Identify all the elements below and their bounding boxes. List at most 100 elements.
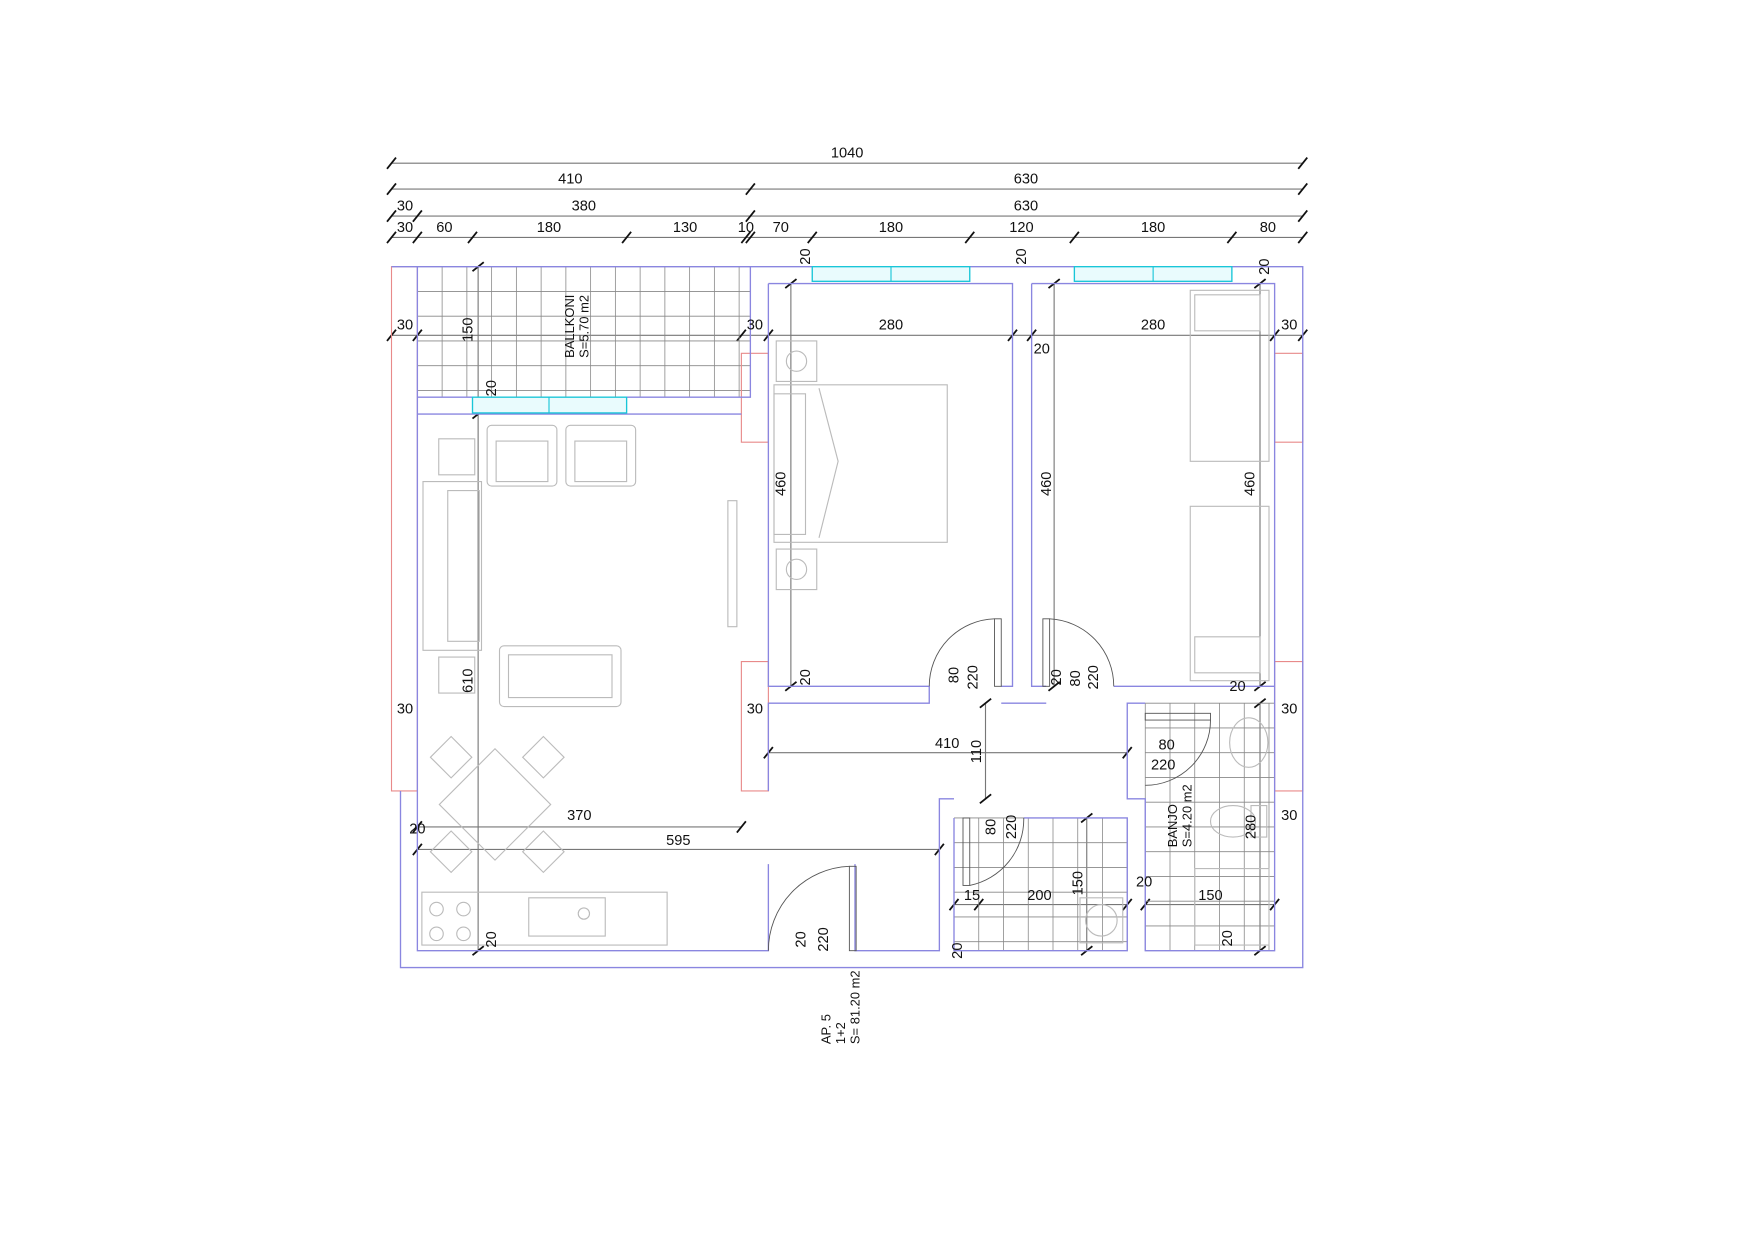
door-bedroom-1 <box>928 618 1002 687</box>
utility-room-tiles <box>953 817 1128 951</box>
dimension-label: 20 <box>798 669 814 685</box>
dimension-label: 180 <box>537 220 561 236</box>
dimension-label: 20 <box>1034 341 1050 357</box>
dimension-tick <box>1297 157 1308 170</box>
dimension-label: 80 <box>1260 220 1276 236</box>
dimension-label: 410 <box>935 736 959 752</box>
washing-machine <box>1079 897 1124 944</box>
dimension-tick <box>412 231 423 244</box>
dimension-tick <box>386 182 397 196</box>
room-label-balcony: BALLKONI S=5.70 m2 <box>562 295 592 358</box>
dimension-tick <box>964 231 975 244</box>
dimension-label: 460 <box>1039 472 1055 496</box>
dimension-label: 630 <box>1014 198 1038 214</box>
dimension-label: 610 <box>461 668 477 692</box>
door-entrance <box>767 865 857 952</box>
dimension-tick <box>1226 231 1238 244</box>
dimension-label: 20 <box>798 248 814 264</box>
dimension-tick <box>1297 182 1308 196</box>
dimension-label: 30 <box>1281 701 1297 717</box>
bathroom-name: BANJO <box>1165 804 1180 847</box>
armchair-2 <box>565 424 637 487</box>
single-bed-1 <box>1189 289 1270 462</box>
dimension-label: 30 <box>397 701 413 717</box>
side-table <box>438 438 476 476</box>
dimension-label: 280 <box>1141 318 1165 334</box>
dimension-label: 370 <box>567 808 591 824</box>
dimension-label: 80 <box>1158 737 1174 753</box>
dimension-label: 20 <box>1257 259 1273 275</box>
room-label-bathroom: BANJO S=4.20 m2 <box>1165 784 1195 847</box>
balcony-area: S=5.70 m2 <box>576 295 591 358</box>
dimension-label: 80 <box>947 667 963 683</box>
dimension-tick <box>412 209 423 223</box>
dimension-label: 30 <box>747 318 763 334</box>
dimension-label: 10 <box>738 220 754 236</box>
dimension-label: 30 <box>397 318 413 334</box>
dimension-label: 15 <box>964 888 980 904</box>
dimension-tick <box>736 329 747 342</box>
armchair-1 <box>486 424 558 487</box>
tv-unit <box>727 500 738 628</box>
dimension-tick <box>1069 231 1080 244</box>
dimension-label: 280 <box>879 318 903 334</box>
dimension-label: 80 <box>1068 670 1084 686</box>
single-bed-2 <box>1189 505 1270 682</box>
dimension-tick <box>386 209 397 223</box>
kitchen-counter <box>421 891 668 946</box>
dimension-label: 180 <box>879 220 903 236</box>
dimension-label: 20 <box>1136 875 1152 891</box>
dimension-tick <box>1297 231 1308 244</box>
dimension-tick <box>736 820 747 834</box>
dimension-label: 1040 <box>831 146 864 162</box>
dimension-label: 20 <box>484 380 500 396</box>
dimension-label: 30 <box>747 701 763 717</box>
dimension-label: 20 <box>1014 248 1030 264</box>
dimension-tick <box>621 231 632 244</box>
sofa-bottom <box>498 645 622 708</box>
dimension-tick <box>386 231 397 244</box>
dimension-label: 20 <box>794 931 810 947</box>
apartment-area: S= 81.20 m2 <box>848 970 863 1044</box>
door-bedroom-2 <box>1042 618 1115 687</box>
dimension-label: 20 <box>409 822 425 838</box>
dimension-label: 150 <box>461 317 477 341</box>
shower-tray <box>1194 868 1270 946</box>
apartment-label: AP. 5 1+2 S= 81.20 m2 <box>818 970 862 1044</box>
dimension-label: 20 <box>484 931 500 947</box>
dimension-label: 20 <box>1229 679 1245 695</box>
furniture <box>421 289 1270 946</box>
dimension-tick <box>979 697 992 709</box>
dimension-label: 130 <box>673 220 697 236</box>
dimension-tick <box>1297 209 1308 223</box>
sink <box>1229 717 1269 768</box>
dimension-label: 150 <box>1198 888 1222 904</box>
dimension-label: 595 <box>666 833 690 849</box>
dimension-label: 80 <box>984 819 1000 835</box>
balcony-name: BALLKONI <box>562 295 577 358</box>
dimension-label: 460 <box>1242 472 1258 496</box>
balcony-tiles <box>416 266 751 398</box>
dimension-label: 30 <box>1281 318 1297 334</box>
dimension-label: 220 <box>966 665 982 689</box>
bathroom-area: S=4.20 m2 <box>1179 784 1194 847</box>
dimension-label: 180 <box>1141 220 1165 236</box>
dimension-tick <box>979 793 992 805</box>
dimension-label: 30 <box>397 198 413 214</box>
dimension-label: 380 <box>572 198 596 214</box>
dimension-label: 200 <box>1027 888 1051 904</box>
dimension-label: 220 <box>1004 815 1020 839</box>
dimension-label: 460 <box>773 472 789 496</box>
dimension-label: 20 <box>1220 930 1236 946</box>
dimension-label: 220 <box>1151 758 1175 774</box>
side-table-2 <box>438 656 476 694</box>
dimension-label: 410 <box>558 171 582 187</box>
doors <box>767 618 1211 952</box>
sofa-left <box>422 481 483 651</box>
dimension-label: 30 <box>397 220 413 236</box>
toilet <box>1209 805 1268 838</box>
dimension-label: 220 <box>816 927 832 951</box>
apartment-name: AP. 5 <box>818 1014 833 1044</box>
double-bed <box>773 384 948 543</box>
